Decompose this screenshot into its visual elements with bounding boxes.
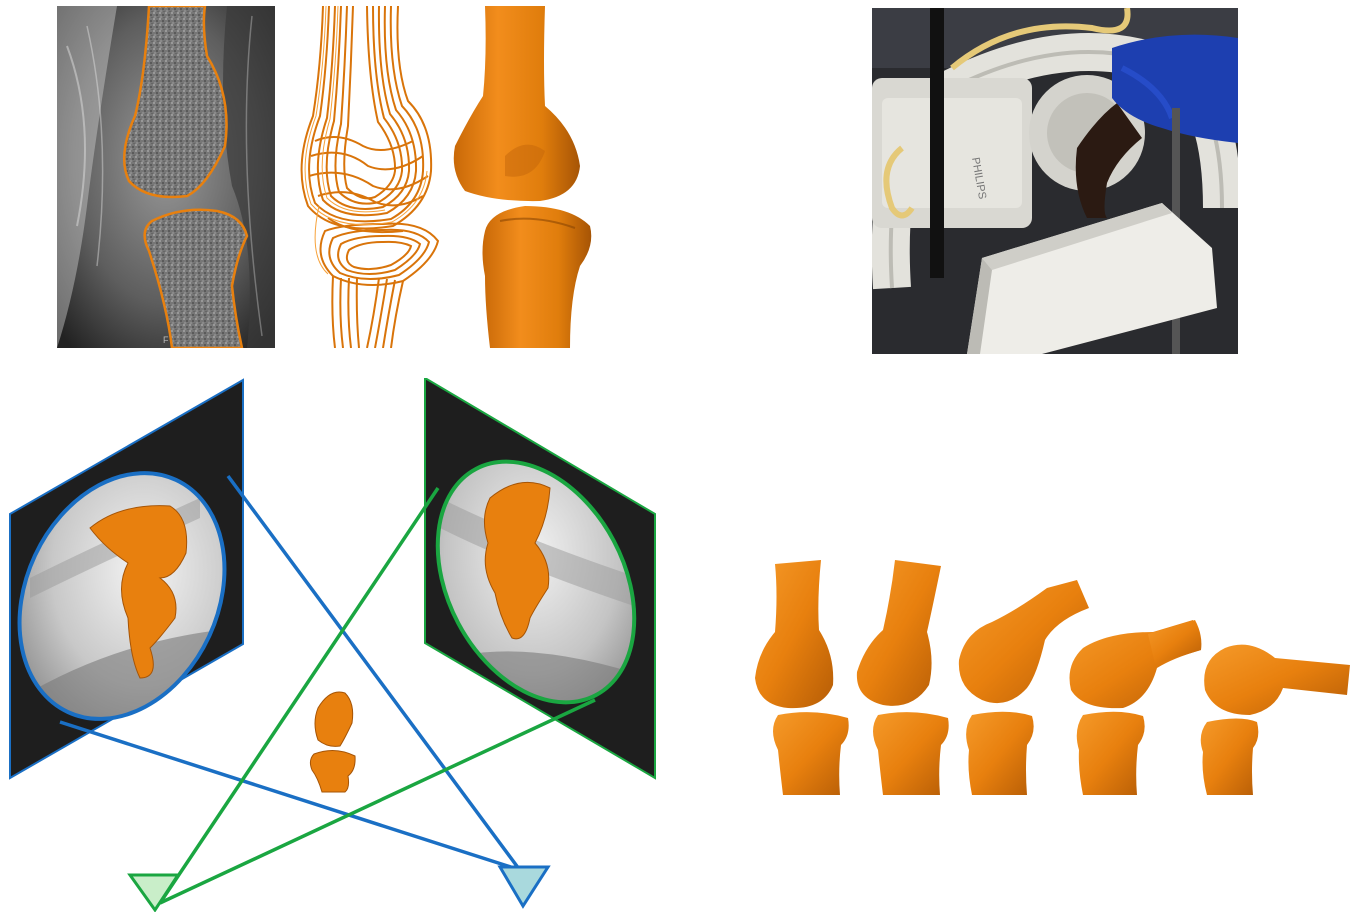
knee-pose-1 (755, 560, 849, 795)
mri-slice-panel: F (57, 6, 275, 348)
knee-model-3d (310, 692, 355, 792)
biplane-registration-diagram (0, 378, 665, 912)
knee-pose-2 (857, 560, 949, 795)
fluoroscopy-setup-photo: PHILIPS (872, 8, 1238, 354)
knee-pose-3 (959, 580, 1089, 795)
flexion-sequence-svg (745, 550, 1360, 800)
xray-source-b (130, 875, 178, 910)
registration-diagram-svg (0, 378, 665, 912)
surface-model-render (445, 6, 605, 348)
xray-source-a (500, 867, 548, 906)
flexion-sequence-panel (745, 550, 1360, 800)
contour-stack-render (283, 6, 445, 348)
mri-slice-image: F (57, 6, 275, 348)
contour-stack-panel (283, 6, 445, 348)
mri-orientation-label: F (163, 335, 169, 345)
knee-pose-4-shaft (1148, 620, 1201, 664)
surface-model-panel (445, 6, 605, 348)
fluoroscopy-photo-image: PHILIPS (872, 8, 1238, 354)
knee-pose-5 (1201, 645, 1350, 795)
